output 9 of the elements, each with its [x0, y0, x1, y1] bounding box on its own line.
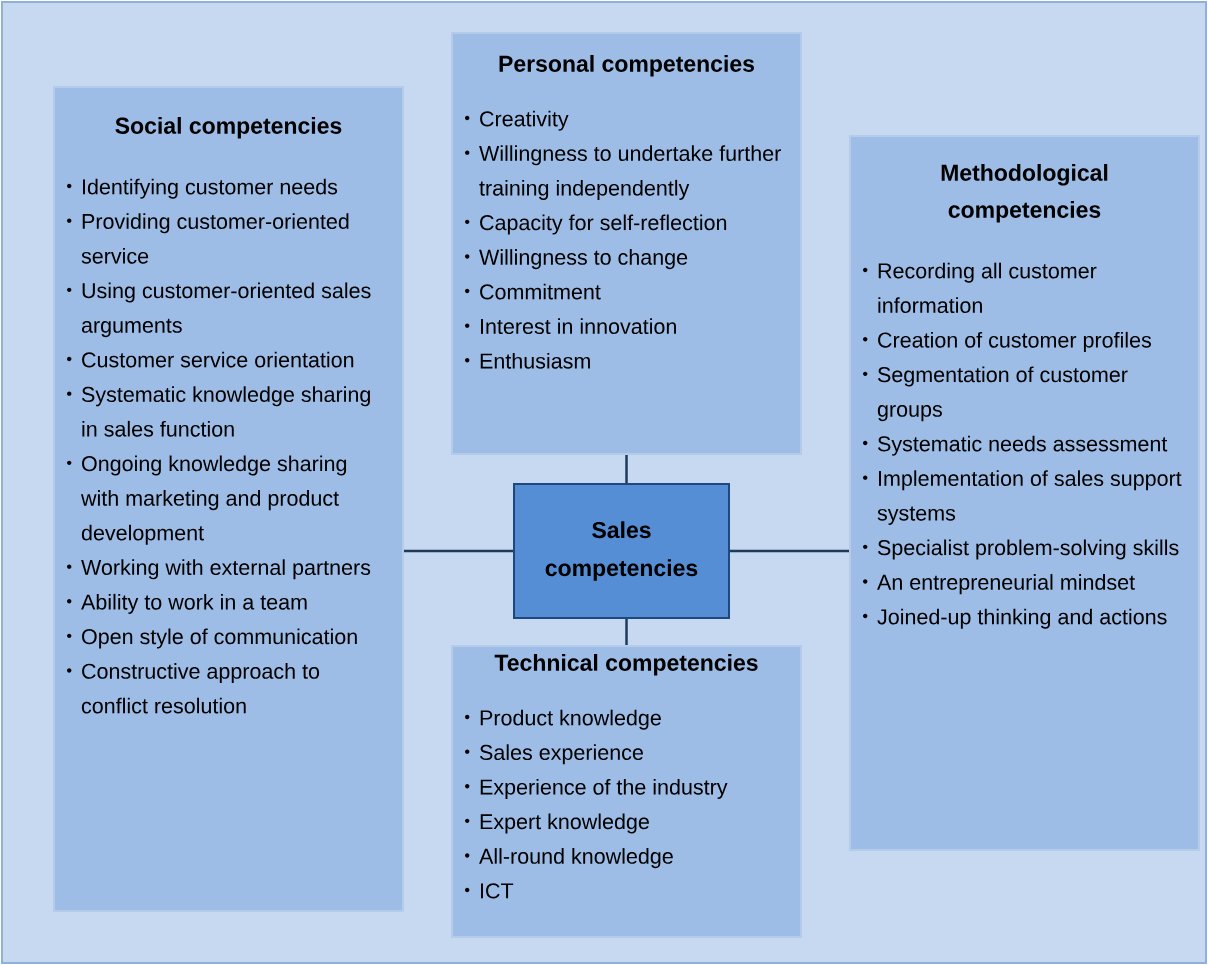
connector-line — [625, 619, 628, 645]
central-box: Sales competencies — [513, 483, 730, 619]
competency-box: Personal competencies Creativity Willingness to undertake further training independently Capacity for self-reflection Willingness to change Commitment Interest in innovation Enthusiasm — [451, 32, 802, 455]
competency-box: Technical competencies Product knowledge Sales experience Experience of the industry Expert knowledge All-round knowledge ICT — [451, 645, 802, 938]
connector-line — [404, 549, 513, 553]
competency-box: Social competencies Identifying customer needs Providing customer-oriented service Using customer-oriented sales arguments Customer service orientation Systematic knowledge sharing in sales function Ongoing knowledge sharing with marketing and product development Working with external partners Ability to work in a team Open style of communication Constructive approach to conflict resolution — [53, 86, 404, 912]
connector-line — [625, 455, 628, 483]
competency-box: Methodological competencies Recording all customer information Creation of customer profiles Segmentation of customer groups Systematic needs assessment Implementation of sales support systems Specialist problem-solving skills An entrepreneurial mindset Joined-up thinking and actions — [849, 135, 1200, 851]
connector-line — [730, 549, 849, 553]
